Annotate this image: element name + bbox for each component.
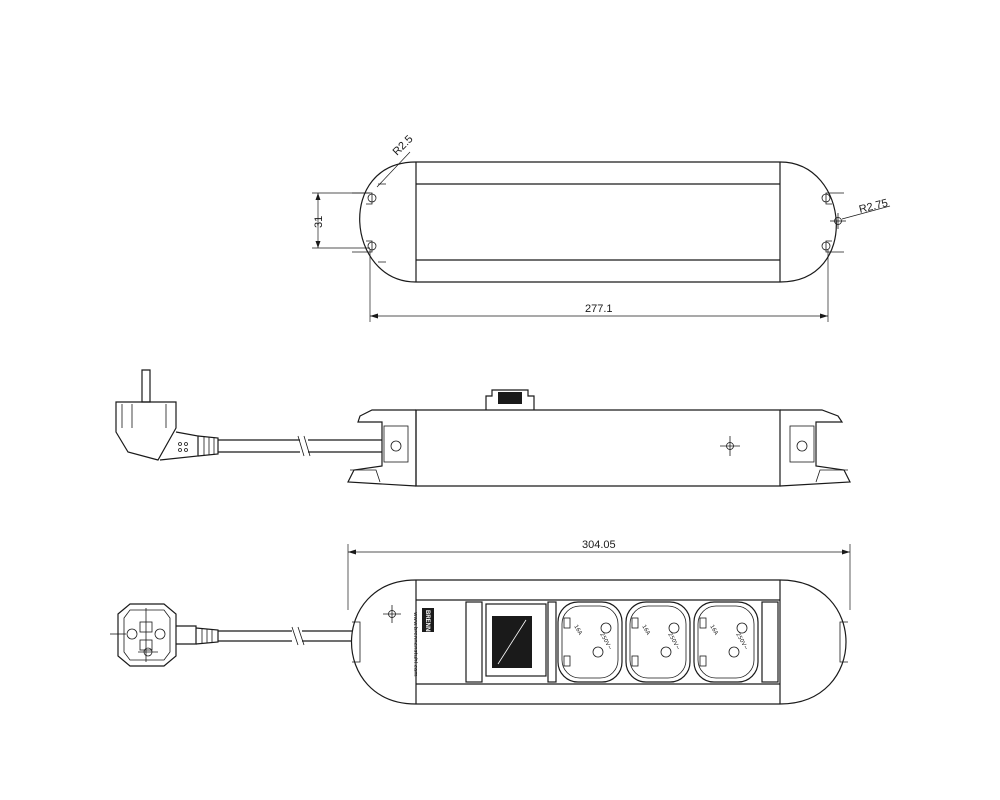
front-plug xyxy=(110,603,352,667)
side-view xyxy=(115,369,851,487)
socket-2-current: 16A xyxy=(640,624,651,637)
socket-1-voltage: 250V~ xyxy=(598,632,613,652)
socket-1: 16A 250V~ xyxy=(557,601,623,683)
socket-3-voltage: 250V~ xyxy=(734,632,749,652)
top-view: R2.5 R2.75 31 277.1 xyxy=(312,133,891,322)
dim-length-top: 277.1 xyxy=(585,303,613,315)
socket-3: 16A 250V~ xyxy=(693,601,759,683)
socket-2-voltage: 250V~ xyxy=(666,632,681,652)
socket-2: 16A 250V~ xyxy=(625,601,691,683)
socket-3-current: 16A xyxy=(708,624,719,637)
side-url-text: www.brennenstuhl.com xyxy=(412,612,418,677)
socket-1-current: 16A xyxy=(572,624,583,637)
front-view: 304.05 www.brennenstuhl.com BRENNENSTUHL xyxy=(110,539,851,705)
dim-length-bottom: 304.05 xyxy=(582,539,616,551)
dim-radius-top-right: R2.75 xyxy=(858,197,889,216)
dim-radius-top-left: R2.5 xyxy=(391,133,416,158)
brand-text: BRENNENSTUHL xyxy=(424,610,430,660)
dim-height-left: 31 xyxy=(313,216,325,228)
